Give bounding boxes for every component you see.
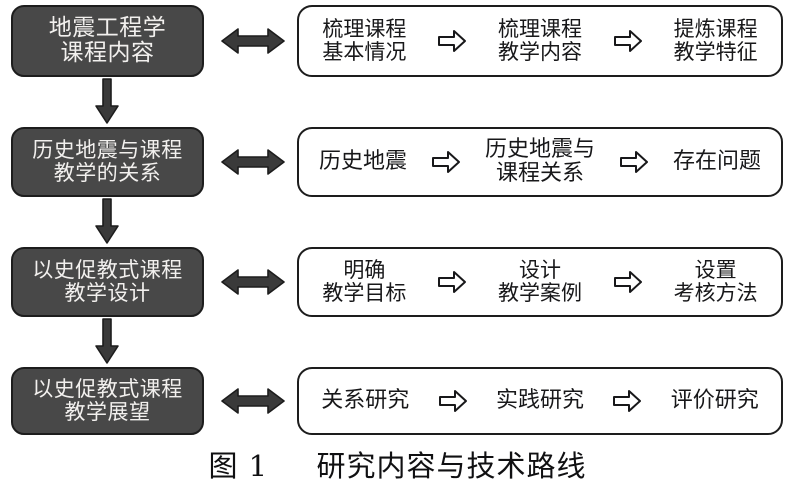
detail-step-line1: 存在问题 — [672, 148, 761, 174]
detail-step-line2: 考核方法 — [673, 281, 758, 305]
detail-step: 历史地震与 课程关系 — [484, 136, 595, 186]
detail-step: 历史地震 — [318, 148, 407, 174]
detail-step-line1: 设计 — [518, 257, 561, 282]
right-block-arrow-icon — [613, 270, 643, 294]
stage-box-4: 以史促教式课程 教学展望 — [11, 367, 204, 435]
right-block-arrow-icon — [437, 29, 467, 53]
detail-box-3: 明确 教学目标 设计 教学案例 设置 考核方法 — [297, 247, 783, 317]
detail-box-2: 历史地震 历史地震与 课程关系 存在问题 — [297, 127, 783, 197]
detail-step: 明确 教学目标 — [322, 257, 407, 305]
detail-step: 关系研究 — [321, 387, 410, 413]
double-headed-arrow-icon — [220, 267, 286, 297]
roadmap-row: 地震工程学 课程内容 梳理课程 基本情况 梳理课程 教学内容 — [0, 5, 795, 77]
detail-step-line1: 梳理课程 — [322, 16, 407, 41]
detail-step: 设置 考核方法 — [673, 257, 758, 305]
stage-box-3-line1: 以史促教式课程 — [32, 258, 183, 283]
detail-box-1: 梳理课程 基本情况 梳理课程 教学内容 提炼课程 教学特征 — [297, 5, 783, 77]
stage-box-2-line2: 教学的关系 — [53, 161, 162, 185]
down-arrow-icon — [93, 318, 121, 365]
stage-box-3: 以史促教式课程 教学设计 — [11, 247, 204, 317]
right-block-arrow-icon — [437, 270, 467, 294]
figure-caption: 图 1 研究内容与技术路线 — [0, 443, 795, 485]
down-arrow-icon — [93, 198, 121, 245]
detail-step: 评价研究 — [670, 387, 759, 413]
roadmap-row: 历史地震与课程 教学的关系 历史地震 历史地震与 课程关系 — [0, 127, 795, 197]
detail-step-line2: 教学特征 — [673, 40, 758, 64]
figure-caption-title: 研究内容与技术路线 — [316, 449, 587, 483]
detail-step-line1: 评价研究 — [670, 387, 759, 413]
down-arrow-icon — [93, 78, 121, 125]
detail-step: 设计 教学案例 — [497, 257, 582, 305]
right-block-arrow-icon — [431, 150, 461, 174]
stage-box-2: 历史地震与课程 教学的关系 — [11, 127, 204, 197]
stage-box-4-line1: 以史促教式课程 — [32, 377, 183, 402]
detail-step-line2: 教学目标 — [322, 281, 407, 305]
detail-step-line1: 关系研究 — [321, 387, 410, 413]
stage-box-3-line2: 教学设计 — [64, 281, 151, 305]
detail-step-line1: 历史地震与 — [484, 136, 595, 162]
detail-step: 存在问题 — [672, 148, 761, 174]
detail-step-line2: 教学案例 — [497, 281, 582, 305]
detail-step: 梳理课程 教学内容 — [497, 16, 582, 64]
stage-box-1-line1: 地震工程学 — [48, 15, 167, 42]
stage-box-4-line2: 教学展望 — [64, 400, 151, 424]
detail-box-4: 关系研究 实践研究 评价研究 — [297, 367, 783, 435]
right-block-arrow-icon — [612, 389, 642, 413]
detail-step-line1: 设置 — [694, 257, 737, 282]
stage-box-1-line2: 课程内容 — [60, 40, 155, 66]
detail-step-line1: 梳理课程 — [497, 16, 582, 41]
detail-step-line2: 课程关系 — [495, 161, 584, 186]
detail-step-line2: 教学内容 — [497, 40, 582, 64]
detail-step-line2: 基本情况 — [322, 40, 407, 64]
figure-caption-label: 图 1 — [208, 449, 269, 483]
right-block-arrow-icon — [438, 389, 468, 413]
double-headed-arrow-icon — [220, 147, 286, 177]
detail-step: 梳理课程 基本情况 — [322, 16, 407, 64]
stage-box-1: 地震工程学 课程内容 — [11, 5, 204, 77]
double-headed-arrow-icon — [220, 26, 286, 56]
detail-step: 实践研究 — [495, 387, 584, 413]
roadmap-row: 以史促教式课程 教学展望 关系研究 实践研究 — [0, 367, 795, 435]
detail-step-line1: 历史地震 — [318, 148, 407, 174]
double-headed-arrow-icon — [220, 386, 286, 416]
detail-step: 提炼课程 教学特征 — [673, 16, 758, 64]
detail-step-line1: 明确 — [343, 257, 386, 282]
detail-step-line1: 实践研究 — [495, 387, 584, 413]
right-block-arrow-icon — [619, 150, 649, 174]
roadmap-row: 以史促教式课程 教学设计 明确 教学目标 设计 教学案例 — [0, 247, 795, 317]
stage-box-2-line1: 历史地震与课程 — [32, 138, 183, 163]
detail-step-line1: 提炼课程 — [673, 16, 758, 41]
right-block-arrow-icon — [613, 29, 643, 53]
